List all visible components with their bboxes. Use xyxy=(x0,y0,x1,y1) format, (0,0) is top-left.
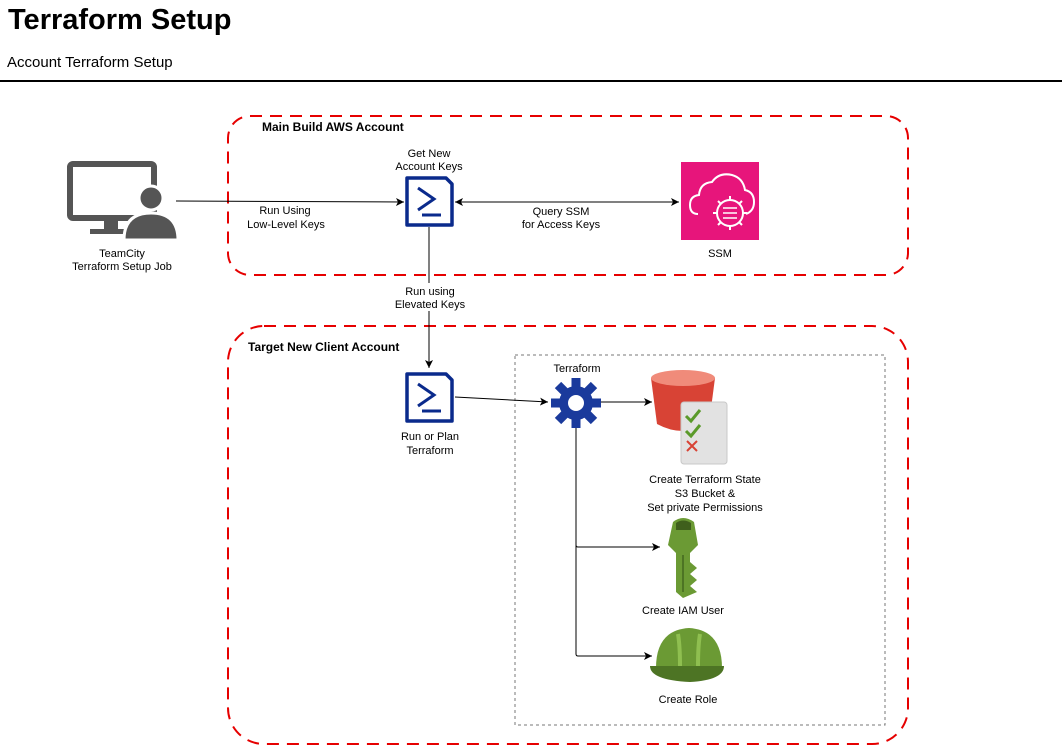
edge-elevated-label-line2: Elevated Keys xyxy=(395,299,466,311)
target-account-border xyxy=(227,325,909,745)
user-computer-icon xyxy=(67,161,180,242)
page-subtitle: Account Terraform Setup xyxy=(7,54,173,71)
get-keys-label-line2: Account Keys xyxy=(395,161,463,173)
edge-terraform-to-role xyxy=(575,545,652,660)
terraform-label: Terraform xyxy=(553,363,600,375)
ssm-label: SSM xyxy=(708,248,732,260)
terraform-node: Terraform xyxy=(551,363,601,428)
role-node: Create Role xyxy=(650,628,724,706)
s3-label-line3: Set private Permissions xyxy=(647,502,763,514)
page-title: Terraform Setup xyxy=(8,4,232,36)
teamcity-label-line2: Terraform Setup Job xyxy=(72,261,172,273)
powershell-script-icon xyxy=(405,176,454,227)
teamcity-node: TeamCity Terraform Setup Job xyxy=(67,161,180,273)
header-divider xyxy=(0,80,1062,82)
main-account-region: Main Build AWS Account xyxy=(227,115,909,276)
s3-bucket-icon xyxy=(651,370,728,465)
target-account-region: Target New Client Account xyxy=(227,325,909,745)
edge-query-ssm-label-line2: for Access Keys xyxy=(522,219,601,231)
main-account-label: Main Build AWS Account xyxy=(262,120,404,134)
ssm-node: SSM xyxy=(681,162,759,260)
run-plan-node: Run or Plan Terraform xyxy=(401,372,459,457)
role-label: Create Role xyxy=(659,694,718,706)
teamcity-label-line1: TeamCity xyxy=(99,248,145,260)
ssm-cloud-gear-icon xyxy=(681,162,759,240)
run-plan-label-line2: Terraform xyxy=(406,445,453,457)
run-plan-label-line1: Run or Plan xyxy=(401,431,459,443)
hard-hat-icon xyxy=(650,628,724,682)
edge-low-level-label-line1: Run Using xyxy=(259,205,310,217)
s3-node: Create Terraform State S3 Bucket & Set p… xyxy=(647,370,763,514)
edge-terraform-to-iam xyxy=(575,428,660,551)
edge-teamcity-to-get-keys xyxy=(175,197,405,206)
target-account-label: Target New Client Account xyxy=(248,340,399,354)
get-keys-node: Get New Account Keys xyxy=(395,148,463,227)
gear-icon xyxy=(551,378,601,428)
edge-low-level-label-line2: Low-Level Keys xyxy=(247,219,325,231)
edge-query-ssm-label-line1: Query SSM xyxy=(533,206,590,218)
iam-node: Create IAM User xyxy=(642,518,724,617)
get-keys-label-line1: Get New xyxy=(408,148,451,160)
edge-elevated-label-line1: Run using xyxy=(405,286,455,298)
iam-key-icon xyxy=(668,518,698,598)
terraform-group-box xyxy=(514,354,886,726)
powershell-script-icon xyxy=(405,372,454,423)
edge-elevated-label-bg xyxy=(395,283,465,311)
s3-label-line2: S3 Bucket & xyxy=(675,488,736,500)
main-account-border xyxy=(227,115,909,276)
iam-label: Create IAM User xyxy=(642,605,724,617)
s3-label-line1: Create Terraform State xyxy=(649,474,761,486)
edge-run-plan-to-terraform xyxy=(454,396,549,406)
